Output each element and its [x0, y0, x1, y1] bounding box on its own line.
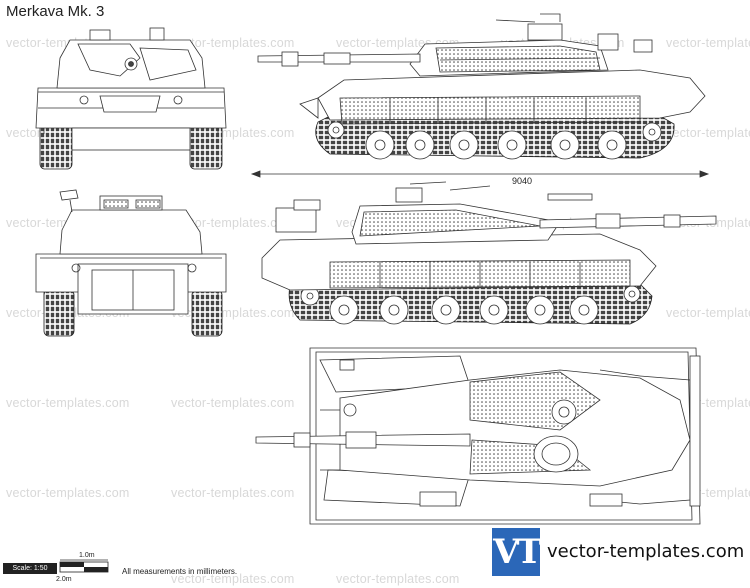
rear-view — [35, 189, 227, 337]
page-title: Merkava Mk. 3 — [6, 3, 105, 20]
right-side-view — [261, 181, 717, 325]
top-view — [255, 347, 701, 525]
measurement-note: All measurements in millimeters. — [122, 567, 238, 576]
scale-label: Scale: 1:50 — [3, 563, 57, 574]
length-dimension-label: 9040 — [512, 176, 533, 186]
scale-bar-1m-label: 1.0m — [79, 552, 95, 559]
vt-logo-icon: VT — [492, 528, 542, 576]
logo-text: vector-templates.com — [547, 541, 745, 562]
scale-bar-2m-label: 2.0m — [56, 576, 72, 583]
length-dimension — [250, 170, 710, 178]
front-view — [35, 27, 227, 170]
left-side-view — [257, 13, 706, 160]
scale-bar — [59, 559, 109, 573]
